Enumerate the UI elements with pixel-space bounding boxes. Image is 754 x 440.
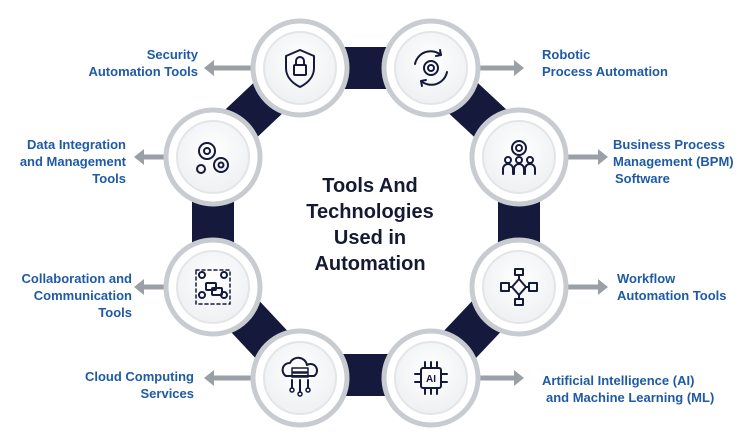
node-data	[163, 107, 263, 207]
label-line: Automation Tools	[88, 64, 198, 79]
node-inner-circle	[394, 31, 468, 105]
gears-icon	[196, 142, 229, 174]
label-line: Robotic	[542, 47, 591, 62]
label-rpa: Robotic Process Automation	[542, 46, 668, 80]
center-title: Tools And Technologies Used in Automatio…	[270, 173, 470, 277]
chat-people-icon	[195, 269, 231, 305]
label-line: Data Integration	[27, 137, 126, 152]
center-title-line: Automation	[314, 253, 426, 275]
label-line: Cloud Computing	[84, 369, 194, 384]
node-workflow	[469, 237, 569, 337]
label-line: and Machine Learning (ML)	[546, 390, 715, 405]
label-line: Communication	[33, 288, 132, 303]
cloud-server-icon	[281, 356, 319, 397]
label-line: Tools	[98, 305, 132, 320]
node-inner-circle	[263, 31, 337, 105]
label-line: Software	[615, 171, 670, 186]
label-line: Collaboration and	[21, 271, 133, 286]
label-cloud: Cloud Computing Services	[60, 368, 194, 402]
label-collab: Collaboration and Communication Tools	[6, 270, 133, 321]
label-line: Artificial Intelligence (AI)	[542, 373, 695, 388]
center-title-line: Technologies	[306, 201, 434, 223]
gear-refresh-icon	[414, 49, 448, 87]
label-line: Workflow	[617, 271, 676, 286]
node-inner-circle	[394, 341, 468, 415]
people-gear-icon	[502, 140, 536, 175]
label-security: Security Automation Tools	[70, 46, 198, 80]
label-workflow: Workflow Automation Tools	[617, 270, 727, 304]
node-bpm	[469, 107, 569, 207]
label-ai: Artificial Intelligence (AI) and Machine…	[542, 372, 714, 406]
label-line: Automation Tools	[617, 288, 727, 303]
node-cloud	[250, 328, 350, 428]
label-line: Business Process	[613, 137, 726, 152]
label-line: and Management	[19, 154, 126, 169]
center-title-line: Tools And	[322, 175, 418, 197]
shield-lock-icon	[285, 49, 315, 88]
center-title-line: Used in	[333, 227, 407, 249]
node-ai: AI	[381, 328, 481, 428]
node-inner-circle	[263, 341, 337, 415]
label-line: Security	[146, 47, 198, 62]
label-bpm: Business Process Management (BPM) Softwa…	[613, 136, 734, 187]
label-line: Services	[140, 386, 195, 401]
flowchart-icon	[500, 268, 538, 306]
node-collab	[163, 237, 263, 337]
node-security	[250, 18, 350, 118]
label-line: Process Automation	[542, 64, 668, 79]
label-line: Management (BPM)	[613, 154, 734, 169]
svg-text:AI: AI	[426, 374, 436, 385]
node-rpa	[381, 18, 481, 118]
arrowheads	[134, 60, 608, 386]
label-data: Data Integration and Management Tools	[6, 136, 126, 187]
label-line: Tools	[92, 171, 126, 186]
node-inner-circle	[482, 250, 556, 324]
ai-chip-icon: AI	[414, 361, 448, 395]
